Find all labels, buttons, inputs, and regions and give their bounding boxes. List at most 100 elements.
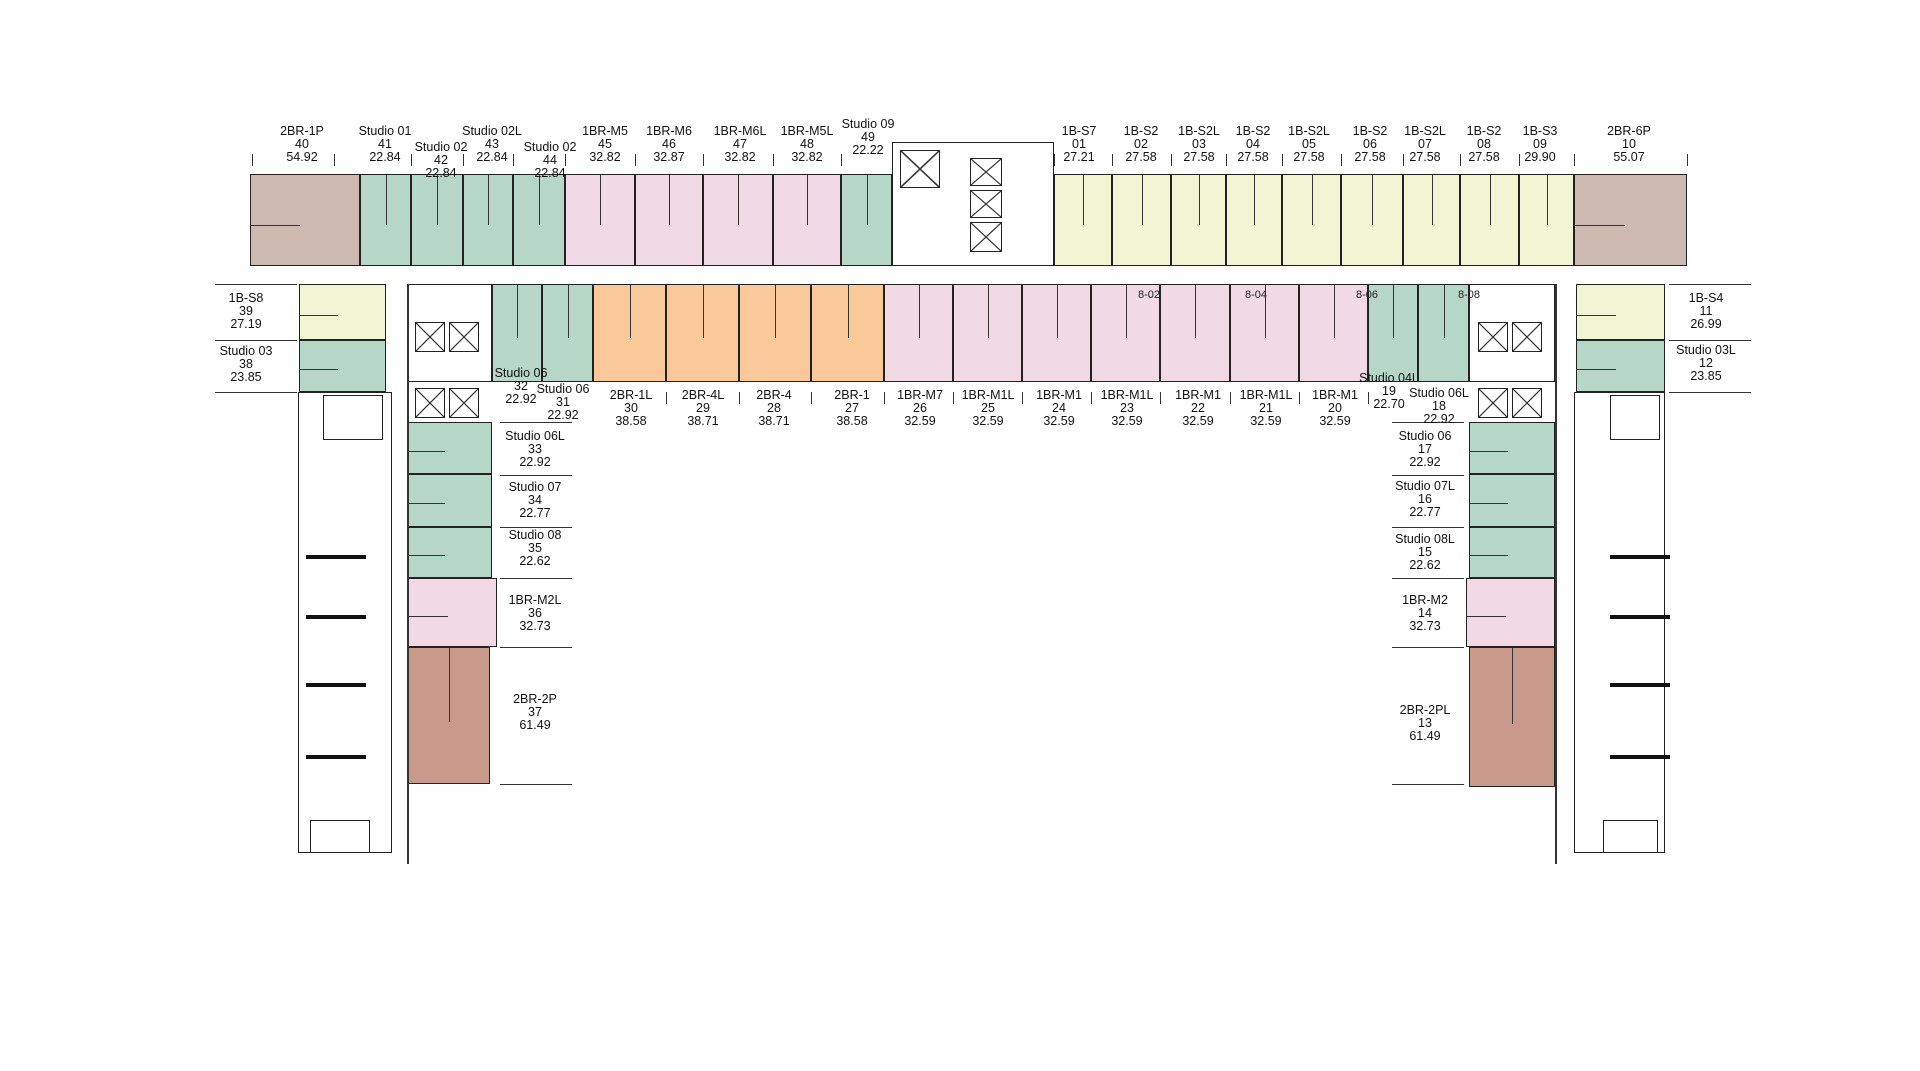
- unit-39[interactable]: [299, 284, 386, 340]
- unit-13[interactable]: [1469, 647, 1555, 787]
- unit-no: 18: [1432, 399, 1446, 413]
- unit-12[interactable]: [1576, 340, 1665, 392]
- unit-area: 55.07: [1613, 150, 1645, 164]
- partition-wall: [300, 314, 339, 316]
- label-separator: [500, 475, 572, 476]
- unit-type: 1BR-M6: [646, 124, 692, 138]
- unit-41[interactable]: [360, 174, 411, 266]
- unit-29[interactable]: [666, 284, 739, 382]
- unit-33[interactable]: [407, 422, 492, 474]
- balcony-bar: [1610, 615, 1670, 619]
- unit-26[interactable]: [884, 284, 953, 382]
- label-tick: [1341, 154, 1342, 166]
- unit-22[interactable]: [1160, 284, 1230, 382]
- unit-45[interactable]: [565, 174, 635, 266]
- unit-area: 32.73: [519, 619, 551, 633]
- unit-31[interactable]: [542, 284, 593, 382]
- unit-no: 48: [800, 137, 814, 151]
- partition-wall: [738, 175, 739, 225]
- unit-type: 2BR-2PL: [1399, 703, 1451, 717]
- partition-wall: [1577, 368, 1617, 370]
- unit-24[interactable]: [1022, 284, 1091, 382]
- unit-27[interactable]: [811, 284, 884, 382]
- unit-20[interactable]: [1299, 284, 1368, 382]
- unit-38[interactable]: [299, 340, 386, 392]
- unit-36[interactable]: [407, 578, 497, 647]
- unit-15[interactable]: [1469, 527, 1555, 578]
- partition-wall: [408, 503, 446, 505]
- label-separator: [215, 392, 297, 393]
- unit-no: 45: [598, 137, 612, 151]
- unit-46[interactable]: [635, 174, 703, 266]
- unit-type: Studio 08L: [1395, 532, 1455, 546]
- partition-wall: [1470, 554, 1508, 556]
- unit-40[interactable]: [250, 174, 360, 266]
- label-tick: [1574, 154, 1575, 166]
- unit-28[interactable]: [739, 284, 811, 382]
- unit-47[interactable]: [703, 174, 773, 266]
- unit-05[interactable]: [1282, 174, 1341, 266]
- unit-21[interactable]: [1230, 284, 1299, 382]
- unit-no: 39: [239, 304, 253, 318]
- unit-01[interactable]: [1054, 174, 1112, 266]
- unit-19[interactable]: [1368, 284, 1418, 382]
- unit-no: 41: [378, 137, 392, 151]
- unit-area: 32.59: [1250, 414, 1282, 428]
- partition-wall: [1311, 175, 1313, 225]
- unit-02[interactable]: [1112, 174, 1171, 266]
- label-separator: [1392, 578, 1464, 579]
- unit-no: 24: [1052, 401, 1066, 415]
- partition-wall: [775, 285, 776, 338]
- unit-17[interactable]: [1469, 422, 1555, 474]
- partition-wall: [1575, 224, 1625, 226]
- unit-no: 21: [1259, 401, 1273, 415]
- unit-type: Studio 07L: [1395, 479, 1455, 493]
- unit-34[interactable]: [407, 474, 492, 527]
- partition-wall: [1546, 175, 1548, 225]
- unit-type: Studio 04L: [1359, 371, 1419, 385]
- unit-43[interactable]: [463, 174, 513, 266]
- unit-09[interactable]: [1519, 174, 1574, 266]
- unit-14[interactable]: [1466, 578, 1555, 647]
- unit-23[interactable]: [1091, 284, 1160, 382]
- unit-44[interactable]: [513, 174, 565, 266]
- unit-area: 54.92: [286, 150, 318, 164]
- unit-42[interactable]: [411, 174, 463, 266]
- unit-07[interactable]: [1403, 174, 1460, 266]
- unit-08[interactable]: [1460, 174, 1519, 266]
- unit-type: 1B-S8: [228, 291, 264, 305]
- unit-48[interactable]: [773, 174, 841, 266]
- unit-area: 22.92: [505, 392, 537, 406]
- unit-area: 32.59: [1319, 414, 1351, 428]
- unit-no: 17: [1418, 442, 1432, 456]
- unit-16[interactable]: [1469, 474, 1555, 527]
- unit-type: 1BR-M5: [582, 124, 628, 138]
- unit-30[interactable]: [593, 284, 666, 382]
- unit-area: 27.58: [1354, 150, 1386, 164]
- unit-18[interactable]: [1418, 284, 1469, 382]
- unit-35[interactable]: [407, 527, 492, 578]
- unit-37[interactable]: [407, 647, 490, 784]
- label-tick: [1282, 154, 1283, 166]
- unit-04[interactable]: [1226, 174, 1282, 266]
- unit-49[interactable]: [841, 174, 892, 266]
- partition-wall: [1470, 503, 1508, 505]
- unit-25[interactable]: [953, 284, 1022, 382]
- unit-06[interactable]: [1341, 174, 1403, 266]
- unit-32[interactable]: [492, 284, 542, 382]
- unit-10[interactable]: [1574, 174, 1687, 266]
- unit-11[interactable]: [1576, 284, 1665, 340]
- label-separator: [500, 527, 572, 528]
- unit-area: 32.59: [904, 414, 936, 428]
- partition-wall: [539, 175, 540, 225]
- unit-03[interactable]: [1171, 174, 1226, 266]
- unit-type: Studio 06L: [1409, 386, 1469, 400]
